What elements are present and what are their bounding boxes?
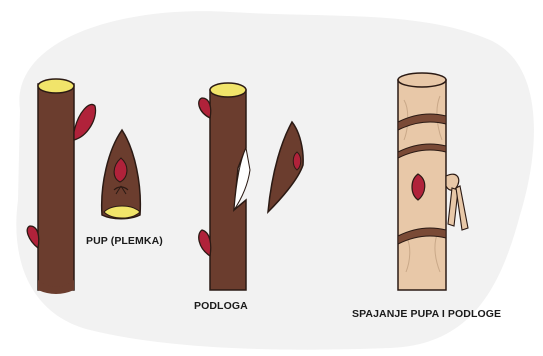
bud-sliver-bud bbox=[293, 152, 301, 170]
bud-shield-cut-base bbox=[104, 206, 140, 218]
branch-middle-cut-top bbox=[210, 83, 246, 97]
label-spajanje: SPAJANJE PUPA I PODLOGE bbox=[352, 308, 501, 320]
label-pup: PUP (PLEMKA) bbox=[86, 235, 163, 247]
label-podloga: PODLOGA bbox=[194, 300, 248, 312]
branch-left-cut-top bbox=[38, 79, 74, 93]
branch-grafted-cut-top bbox=[398, 73, 446, 87]
branch-left-trunk bbox=[38, 84, 74, 290]
